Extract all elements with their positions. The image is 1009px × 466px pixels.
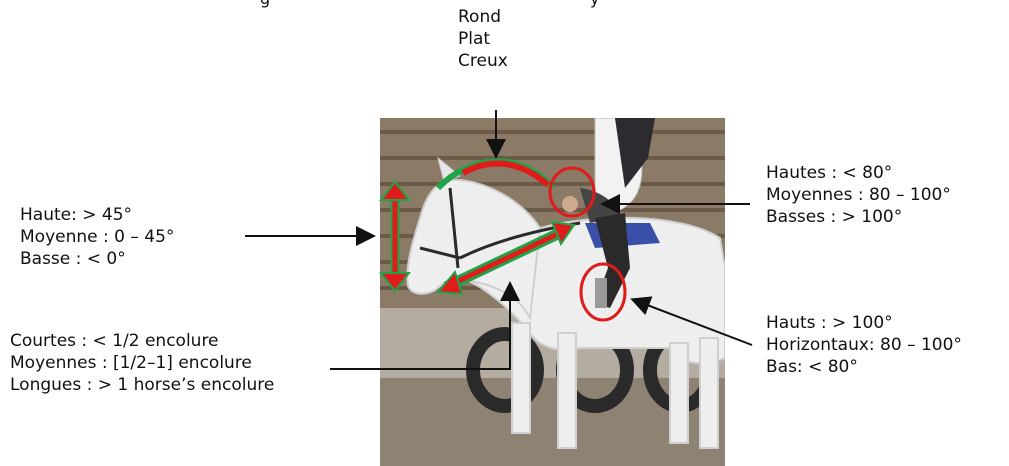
hands-hautes: Hautes : < 80° bbox=[766, 162, 951, 184]
feet-circle bbox=[581, 264, 625, 320]
neck-shape-creux: Creux bbox=[458, 50, 508, 72]
feet-bas: Bas: < 80° bbox=[766, 356, 962, 378]
rein-length-labels: Courtes : < 1/2 encolure Moyennes : [1/2… bbox=[10, 330, 274, 396]
feet-horizontaux: Horizontaux: 80 – 100° bbox=[766, 334, 962, 356]
neck-arc-red bbox=[463, 164, 548, 185]
neck-shape-plat: Plat bbox=[458, 28, 508, 50]
neck-shape-rond: Rond bbox=[458, 6, 508, 28]
rein-length-courtes: Courtes : < 1/2 encolure bbox=[10, 330, 274, 352]
head-height-haute: Haute: > 45° bbox=[20, 204, 174, 226]
head-height-basse: Basse : < 0° bbox=[20, 248, 174, 270]
hands-basses: Basses : > 100° bbox=[766, 206, 951, 228]
head-height-labels: Haute: > 45° Moyenne : 0 – 45° Basse : <… bbox=[20, 204, 174, 270]
feet-hauts: Hauts : > 100° bbox=[766, 312, 962, 334]
feet-labels: Hauts : > 100° Horizontaux: 80 – 100° Ba… bbox=[766, 312, 962, 378]
head-height-arrow bbox=[381, 182, 409, 291]
rein-length-moyennes: Moyennes : [1/2–1] encolure bbox=[10, 352, 274, 374]
rein-length-arrow bbox=[438, 222, 574, 294]
hands-labels: Hautes : < 80° Moyennes : 80 – 100° Bass… bbox=[766, 162, 951, 228]
neck-shape-labels: Rond Plat Creux bbox=[458, 6, 508, 72]
rein-length-longues: Longues : > 1 horse’s encolure bbox=[10, 374, 274, 396]
hands-moyennes: Moyennes : 80 – 100° bbox=[766, 184, 951, 206]
head-height-moyenne: Moyenne : 0 – 45° bbox=[20, 226, 174, 248]
feet-pointer bbox=[634, 300, 752, 345]
rein-length-pointer bbox=[330, 285, 510, 369]
hands-circle bbox=[550, 168, 594, 216]
